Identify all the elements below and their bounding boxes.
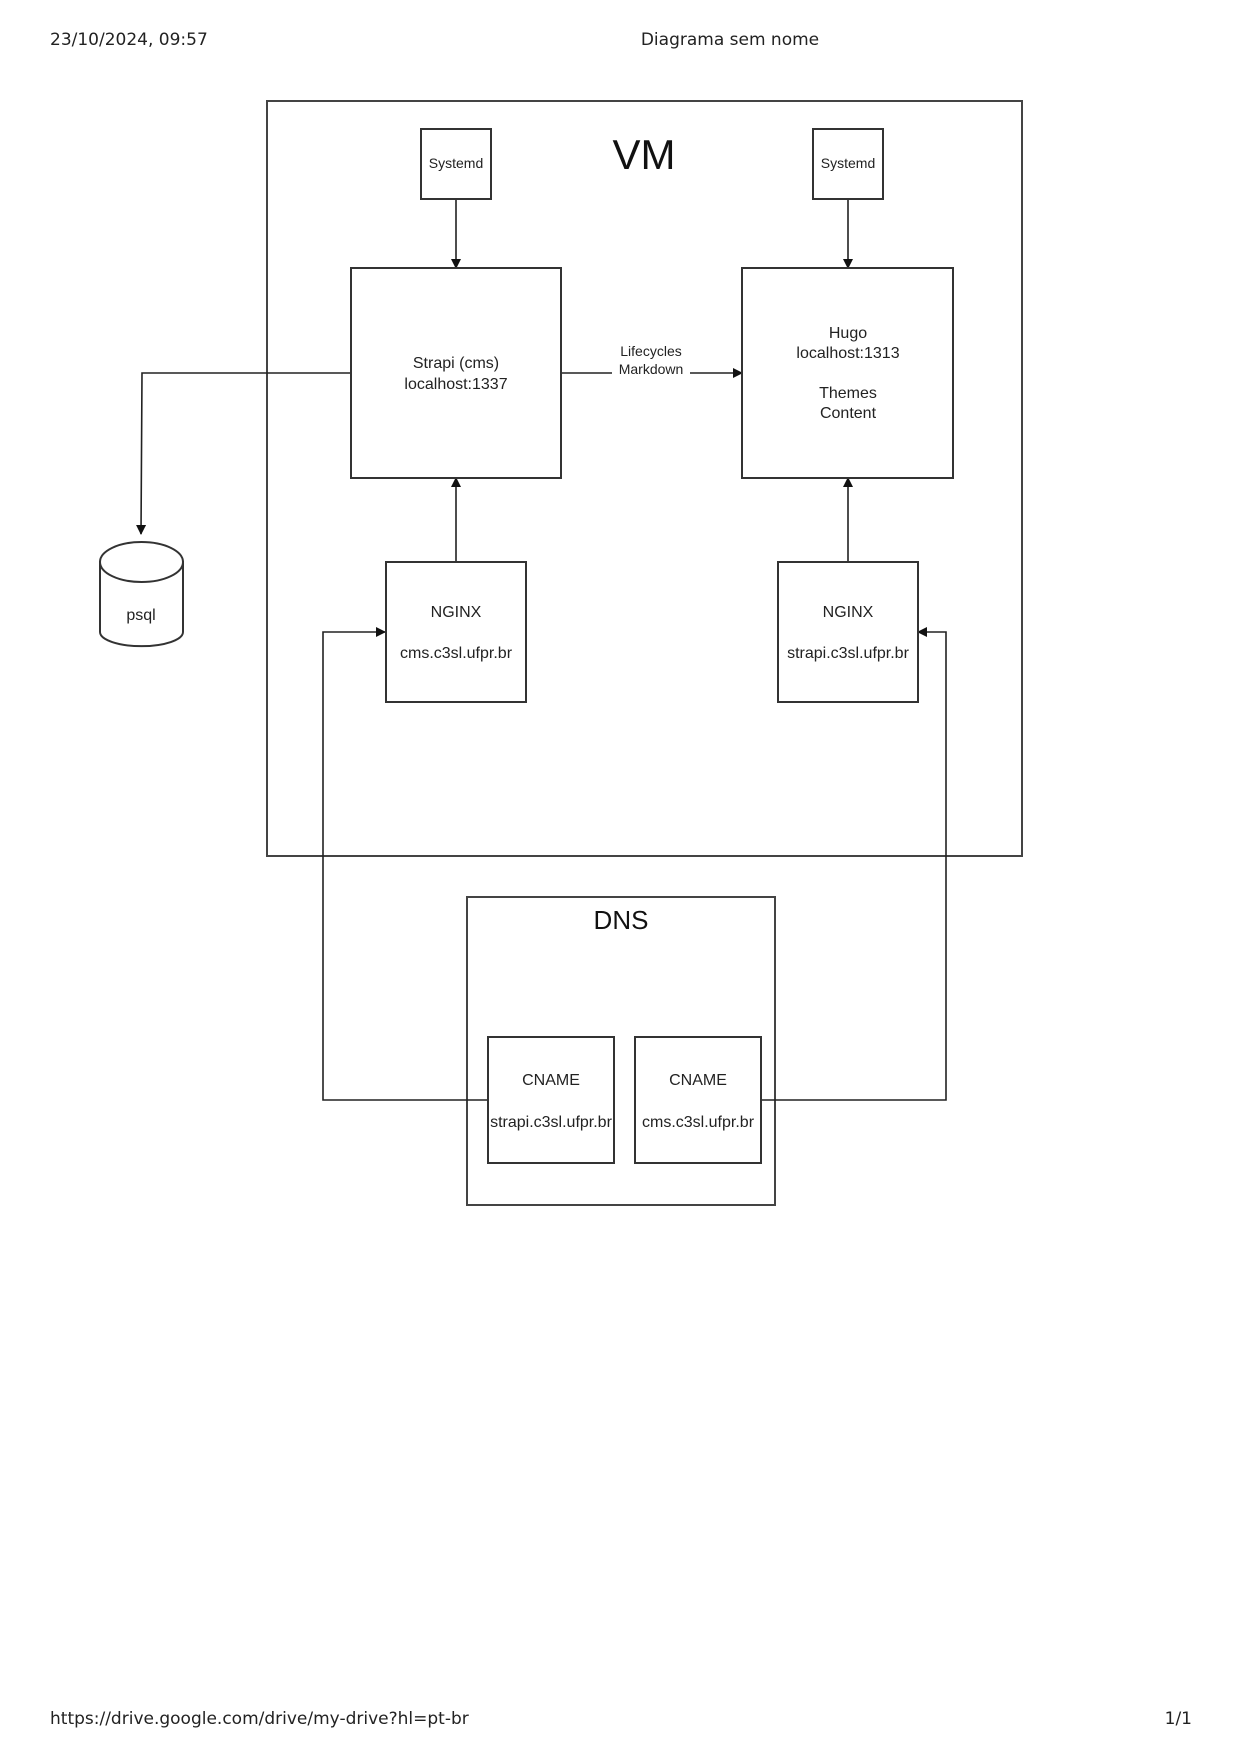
strapi-name: Strapi (cms) [413,355,499,372]
dns-container [466,896,776,1206]
hugo-themes: Themes [819,385,877,402]
psql-database-icon: psql [99,541,184,648]
vm-label: VM [613,131,676,178]
print-datetime: 23/10/2024, 09:57 [50,30,208,50]
systemd-right-node: Systemd [812,128,884,200]
dns-label: DNS [594,905,649,935]
cname-right-node: CNAME cms.c3sl.ufpr.br [634,1036,762,1164]
nginx-left-title: NGINX [431,604,482,621]
cname-left-title: CNAME [522,1072,580,1089]
cname-right-title: CNAME [669,1072,727,1089]
cname-right-domain: cms.c3sl.ufpr.br [642,1114,755,1131]
nginx-right-title: NGINX [823,604,874,621]
edge-label-lifecycles-markdown: Lifecycles Markdown [612,340,690,380]
edge-label-line-1: Lifecycles [620,343,681,359]
hugo-address: localhost:1313 [796,345,899,362]
strapi-node: Strapi (cms) localhost:1337 [350,267,562,479]
hugo-name: Hugo [829,325,867,342]
nginx-right-node: NGINX strapi.c3sl.ufpr.br [777,561,919,703]
systemd-right-label: Systemd [821,155,875,171]
print-title: Diagrama sem nome [640,30,820,50]
nginx-left-domain: cms.c3sl.ufpr.br [400,645,513,662]
print-url: https://drive.google.com/drive/my-drive?… [50,1709,469,1729]
cname-left-node: CNAME strapi.c3sl.ufpr.br [487,1036,615,1164]
strapi-address: localhost:1337 [404,376,507,393]
edge-cname-strapi-to-nginx-cms [322,627,488,1101]
hugo-content: Content [820,405,877,422]
vm-container [266,100,1023,857]
edge-label-line-2: Markdown [619,361,684,377]
edge-cname-cms-to-nginx-strapi [761,627,947,1101]
systemd-left-node: Systemd [420,128,492,200]
nginx-right-domain: strapi.c3sl.ufpr.br [787,645,910,662]
nginx-left-node: NGINX cms.c3sl.ufpr.br [385,561,527,703]
cname-left-domain: strapi.c3sl.ufpr.br [490,1114,613,1131]
hugo-node: Hugo localhost:1313 Themes Content [741,267,954,479]
systemd-left-label: Systemd [429,155,483,171]
psql-label: psql [126,607,155,624]
edge-strapi-to-psql [136,372,351,535]
print-page-number: 1/1 [1164,1709,1192,1729]
